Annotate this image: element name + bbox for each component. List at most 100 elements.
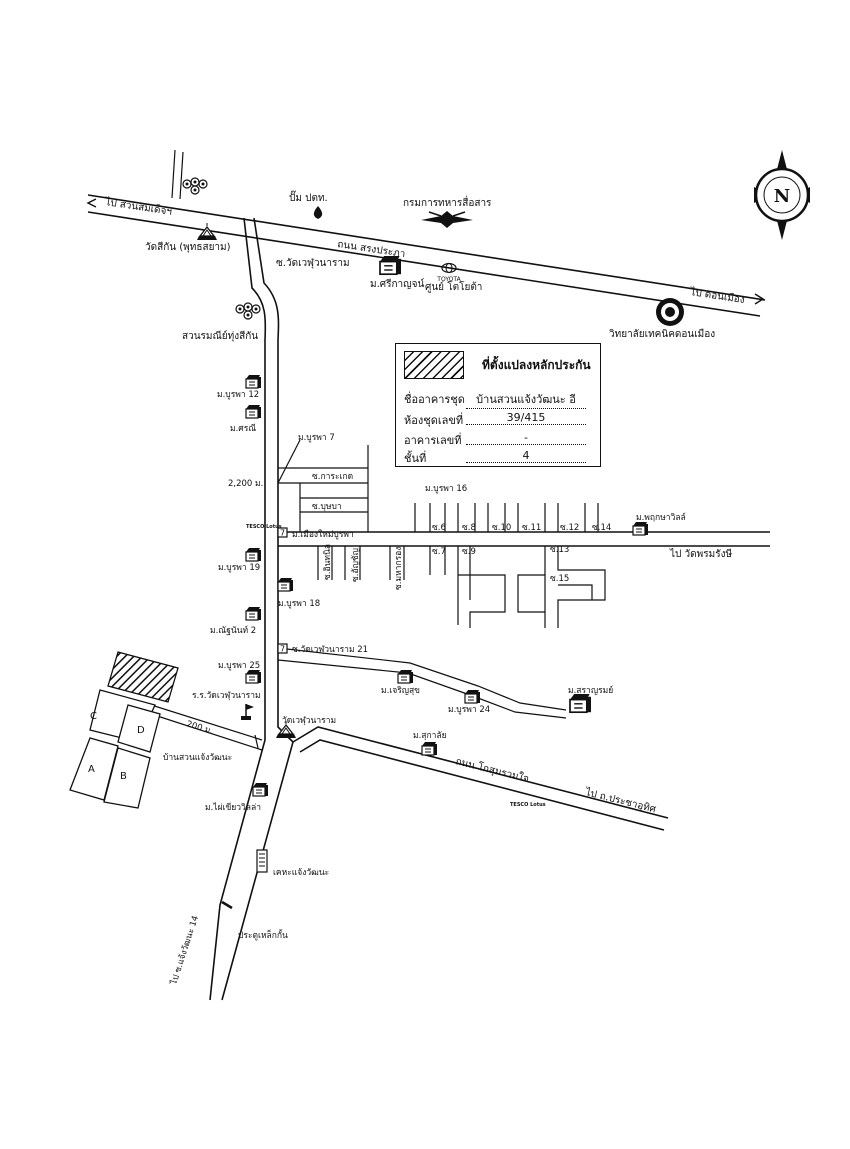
school-label: ร.ร.วัดเวฬุวนาราม	[192, 691, 261, 701]
unit-no-label: ห้องชุดเลขที่	[404, 414, 464, 427]
direction-donmueang-label: ไป ดอนเมือง	[689, 286, 746, 306]
saranrom-label: ม.สราญรมย์	[568, 685, 613, 696]
nattanan-2-label: ม.ณัฐนันท์ 2	[210, 625, 256, 636]
charoensuk-label: ม.เจริญสุข	[381, 686, 420, 696]
apartment-building-icon	[256, 849, 268, 873]
building-name-label: ชื่ออาคารชุด	[404, 393, 465, 406]
plots-area: C D A B	[69, 651, 179, 809]
soi-11-label: ซ.11	[522, 523, 541, 533]
iron-gate-label: ประตูเหล็กกั้น	[238, 929, 288, 941]
kosumruamjai-road-north-edge	[292, 726, 669, 819]
phai-khiao-villa-label: ม.ไผ่เขียววิลล่า	[205, 802, 261, 813]
burapha-19-label: ม.บูรพา 19	[218, 563, 260, 573]
floor-value: 4	[466, 449, 586, 463]
house-icon	[245, 547, 262, 562]
building-no-value: -	[466, 431, 586, 445]
soi-anchan-label: ซ.อัญชัญ	[351, 548, 361, 582]
plot-a-label: A	[88, 764, 95, 775]
park-label: สวนรมณีย์ทุ่งสีกัน	[182, 330, 258, 342]
house-icon	[277, 577, 294, 592]
songprapa-road-south-edge	[87, 211, 761, 317]
iron-gate-marker	[221, 900, 233, 910]
sri-kanya-label: ม.ศรีกาญจน์	[370, 278, 425, 290]
tech-college-label: วิทยาลัยเทคนิคดอนเมือง	[609, 328, 716, 340]
house-icon	[245, 669, 262, 684]
ptt-pump-label: ปั๊ม ปตท.	[289, 190, 328, 204]
songprapa-road-north-edge	[87, 194, 766, 301]
soi-13-label: ซ.13	[550, 545, 569, 555]
seven-eleven-icon	[277, 643, 288, 655]
house-icon	[245, 606, 262, 621]
plot-d	[117, 704, 161, 753]
floor-label: ชั้นที่	[404, 452, 427, 465]
soi-14-label: ซ.14	[592, 523, 611, 533]
kheha-label: เคหะแจ้งวัฒนะ	[273, 867, 329, 878]
school-flag-icon	[241, 704, 254, 720]
soi-12-label: ซ.12	[560, 523, 579, 533]
burapha-7-connector	[277, 439, 301, 484]
access-road-200m	[144, 702, 263, 741]
kosumruamjai-road-south-edge	[299, 739, 665, 831]
toyota-logo-icon: TOYOTA	[436, 262, 462, 283]
soi-7-label: ซ.7	[432, 547, 446, 557]
muang-mai-burapha-label: ม.เมืองใหม่บูรพา	[292, 529, 354, 540]
phruksa-villa-label: ม.พฤกษาวิลล์	[636, 512, 686, 523]
wat-wepu-label: วัดเวฬุวนาราม	[282, 716, 336, 726]
signal-dept-label: กรมการทหารสื่อสาร	[403, 195, 492, 209]
tree-icon	[182, 177, 208, 195]
wat-sikan-label: วัดสีกัน (พุทธสยาม)	[145, 241, 231, 253]
house-icon	[632, 521, 649, 536]
north-spur-road	[171, 149, 176, 199]
burapha-16-label: ม.บูรพา 16	[425, 484, 467, 494]
soi-watwepu-label: ซ.วัดเวฬุวนาราม	[276, 257, 350, 269]
arrow-left-icon	[86, 198, 97, 208]
tesco-lotus-2: TESCO Lotus	[510, 802, 546, 808]
burapha-7-label: ม.บูรพา 7	[298, 433, 335, 443]
signal-dept-emblem-icon	[421, 211, 473, 228]
tech-college-seal-icon	[656, 298, 684, 326]
soi-15-label: ซ.15	[550, 574, 569, 584]
hatch-swatch	[404, 351, 464, 379]
collateral-plot	[107, 651, 179, 703]
soi-inthanin-label: ซ.อินทนิล	[323, 544, 333, 580]
soi-watwepu-21-label: ซ.วัดเวฬุวนาราม 21	[292, 645, 368, 655]
direction-watphrom-label: ไป วัดพรมรังษี	[669, 548, 732, 560]
compass-label: N	[774, 186, 790, 207]
compass-rose-icon: N	[754, 150, 810, 240]
burapha-18-label: ม.บูรพา 18	[278, 599, 320, 609]
unit-no-value: 39/415	[466, 411, 586, 425]
soi-watwepu-road-west	[209, 217, 267, 1001]
burapha-24-label: ม.บูรพา 24	[448, 705, 490, 715]
burapha-12-label: ม.บูรพา 12	[217, 390, 259, 400]
sreemanee-label: ม.ศรณี	[230, 423, 256, 434]
tesco-lotus-1: TESCO Lotus	[246, 524, 282, 530]
kosumruamjai-road-label: ถนน โกสุมรวมใจ	[454, 754, 530, 785]
toyota-logo-text: TOYOTA	[436, 276, 461, 283]
toyota-label: ศูนย์ โตโยต้า	[425, 280, 482, 293]
building-name-value: บ้านสวนแจ้งวัฒนะ อี	[466, 390, 586, 409]
sukalai-label: ม.สุกาลัย	[413, 731, 447, 741]
ptt-pump-icon	[313, 206, 323, 219]
direction-sanam-label: ไป สวนสมเด็จฯ	[104, 194, 174, 218]
house-icon	[421, 741, 438, 756]
house-icon	[569, 693, 592, 714]
to-soi-chaengwattana-14-label: ไป ซ.แจ้งวัฒนะ 14	[168, 914, 201, 987]
plot-b	[103, 747, 151, 809]
legend-box: ที่ตั้งแปลงหลักประกัน ชื่ออาคารชุด บ้านส…	[395, 343, 601, 467]
soi-10-label: ซ.10	[492, 523, 511, 533]
soi-makaprong-label: ซ.มหากรอง	[394, 547, 404, 590]
house-icon	[245, 404, 262, 419]
soi-karaket-label: ซ.การะเกด	[312, 472, 353, 482]
burapha-25-label: ม.บูรพา 25	[218, 661, 260, 671]
soi-watwepu-21-road	[277, 647, 567, 711]
distance-2200-label: 2,200 ม.	[228, 479, 263, 489]
park-tree-icon	[235, 302, 261, 320]
road-network	[87, 149, 770, 1001]
plot-b-label: B	[120, 771, 127, 782]
ban-suan-label: บ้านสวนแจ้งวัฒนะ	[163, 752, 232, 763]
soi-8-label: ซ.8	[462, 523, 476, 533]
soi-9-label: ซ.9	[462, 547, 476, 557]
house-icon	[252, 782, 269, 797]
soi-bunbha-label: ซ.บุษบา	[312, 502, 342, 512]
